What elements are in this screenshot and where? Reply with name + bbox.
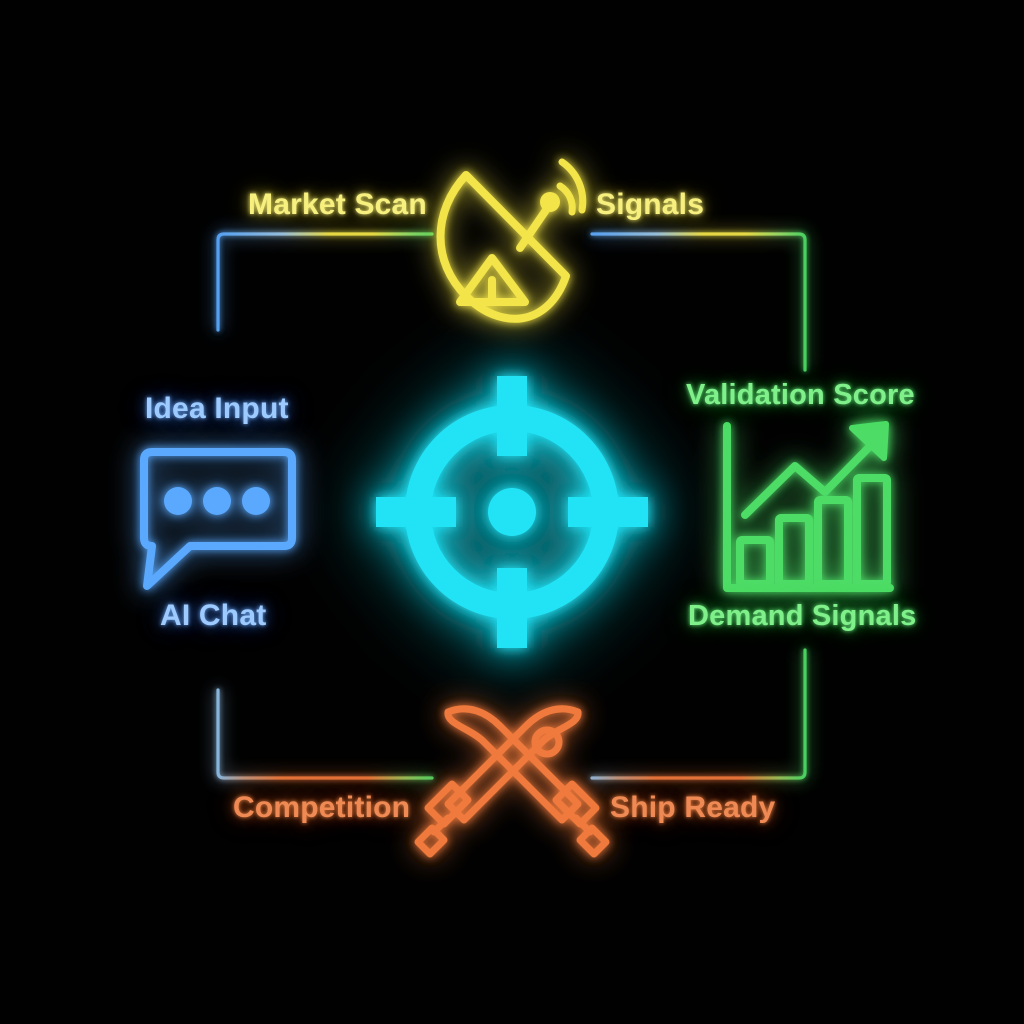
frame-top-right-bracket <box>590 232 807 372</box>
crossed-swords-icon <box>414 705 610 858</box>
label-demand-signals: Demand Signals <box>688 600 917 632</box>
frame-bottom-left-bracket <box>216 688 434 780</box>
label-idea-input: Idea Input <box>145 392 289 425</box>
label-signals: Signals <box>596 188 705 221</box>
label-ai-chat: AI Chat <box>160 599 267 632</box>
bar-chart-growth-icon <box>723 421 894 592</box>
frame-top-left-bracket <box>216 232 434 332</box>
label-validation-score: Validation Score <box>686 379 915 411</box>
label-competition: Competition <box>233 791 411 824</box>
satellite-dish-icon <box>436 158 587 323</box>
chat-bubble-icon <box>140 448 296 590</box>
label-market-scan: Market Scan <box>248 188 427 221</box>
frame-bottom-right-bracket <box>590 648 807 780</box>
label-ship-ready: Ship Ready <box>610 791 776 824</box>
crosshair-target-icon <box>376 376 648 648</box>
